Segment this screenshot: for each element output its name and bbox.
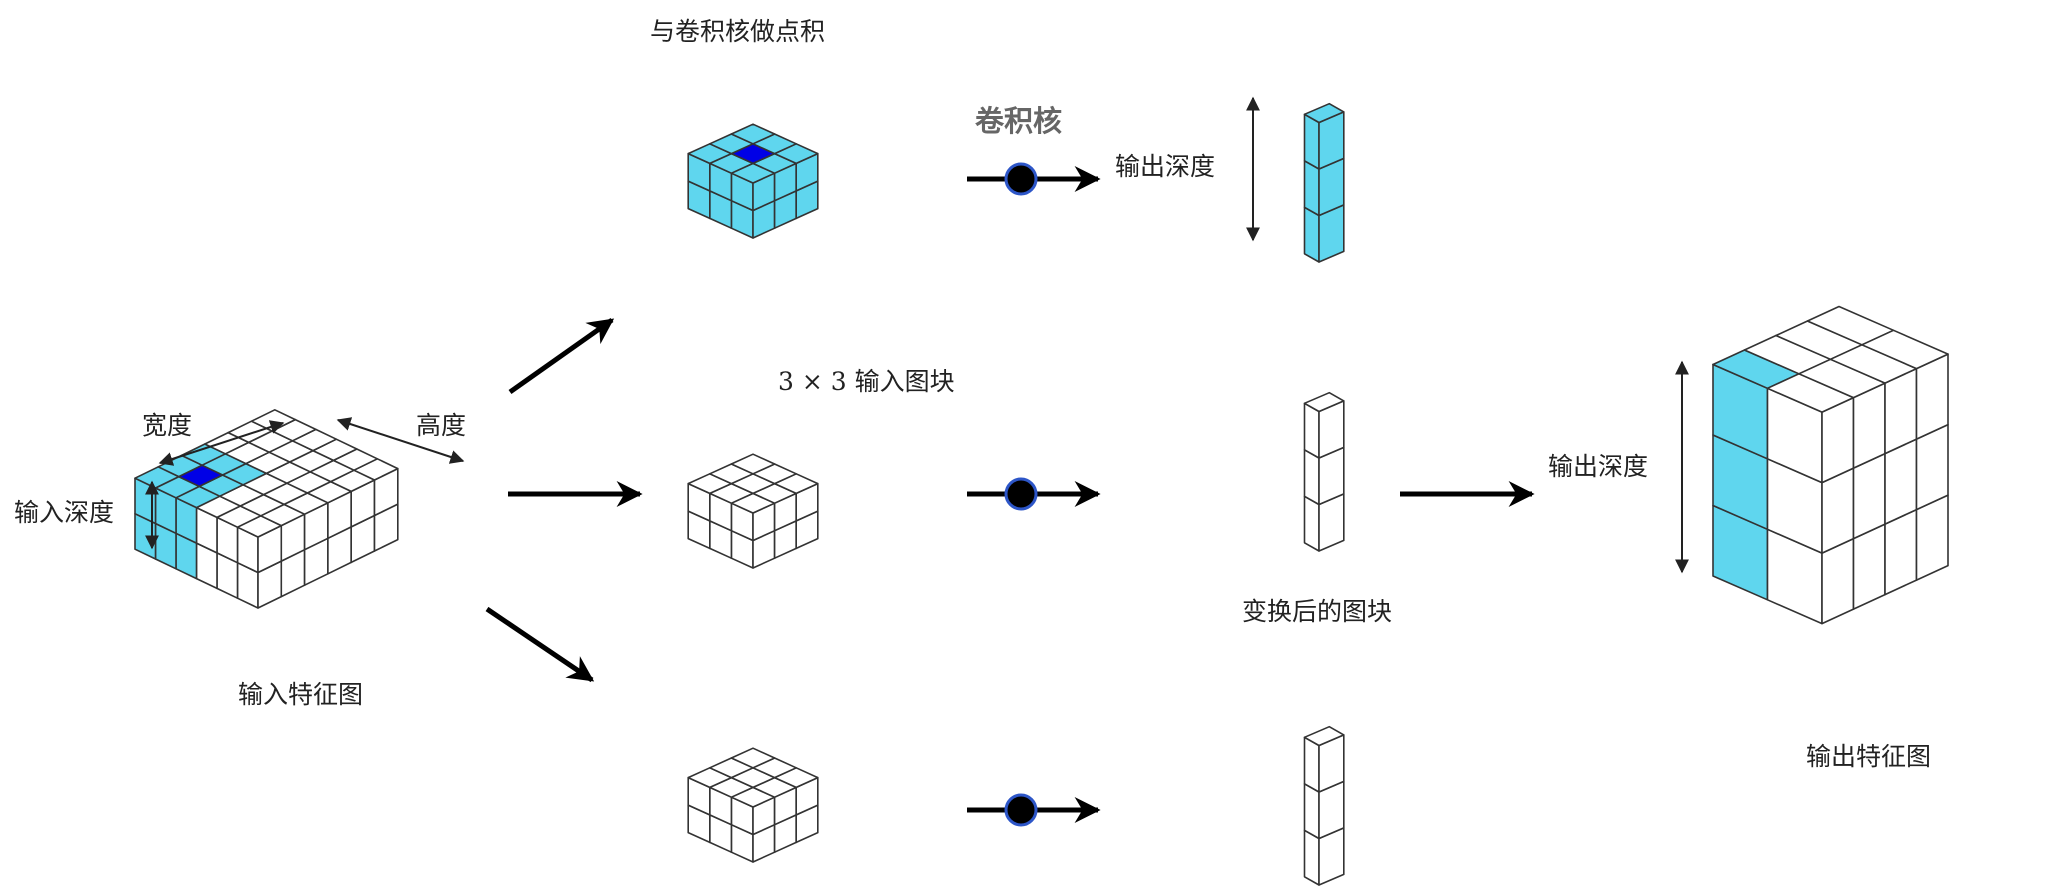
left-face-cell (1303, 402, 1320, 459)
output-feature-map-label: 输出特征图 (1806, 742, 1931, 771)
dot-product-label: 与卷积核做点积 (650, 17, 825, 46)
output-depth-label-right: 输出深度 (1548, 452, 1648, 481)
top-cell (730, 453, 776, 475)
left-face-cell (1303, 113, 1320, 170)
transformed-column-bottom (1303, 725, 1345, 886)
left-face-cell (1303, 495, 1320, 552)
top-cell (1861, 329, 1949, 370)
output-column-top (1303, 102, 1345, 263)
left-face-cell (1303, 736, 1320, 793)
output-depth-label-top: 输出深度 (1115, 152, 1215, 181)
arrow-to-bottom (485, 606, 595, 683)
transformed-patch-label: 变换后的图块 (1242, 597, 1392, 626)
output-feature-map-block (1712, 305, 1949, 625)
input-patch-cube-bottom (687, 747, 819, 863)
arrow-to-top (508, 317, 615, 395)
dot-operator-icon (1004, 793, 1038, 827)
input-patch-label: 3 × 3 输入图块 (778, 367, 955, 396)
top-cell (1303, 102, 1345, 124)
left-face-cell (1303, 829, 1320, 886)
kernel-label: 卷积核 (975, 104, 1062, 138)
dot-arrow-bottom (967, 793, 1101, 827)
left-face-cell (1303, 206, 1320, 263)
width-dimension-arrow (158, 420, 285, 466)
kernel-cube-top (687, 123, 819, 239)
top-cell (730, 123, 776, 145)
left-face-cell (1303, 448, 1320, 506)
dot-operator-icon (1004, 477, 1038, 511)
dot-arrow-top (967, 162, 1101, 196)
input-feature-map-label: 输入特征图 (238, 680, 363, 709)
input-depth-label: 输入深度 (14, 498, 114, 527)
width-label: 宽度 (142, 411, 192, 440)
input-patch-cube-middle (687, 453, 819, 569)
top-cell (1303, 725, 1345, 747)
top-cell (730, 747, 776, 769)
height-dimension-arrow (336, 417, 465, 464)
left-face-cell (1303, 160, 1320, 217)
transformed-column-middle (1303, 391, 1345, 552)
dot-operator-icon (1004, 162, 1038, 196)
height-label: 高度 (416, 411, 466, 440)
left-face-cell (1303, 782, 1320, 840)
dot-arrow-middle (967, 477, 1101, 511)
top-cell (1303, 391, 1345, 413)
